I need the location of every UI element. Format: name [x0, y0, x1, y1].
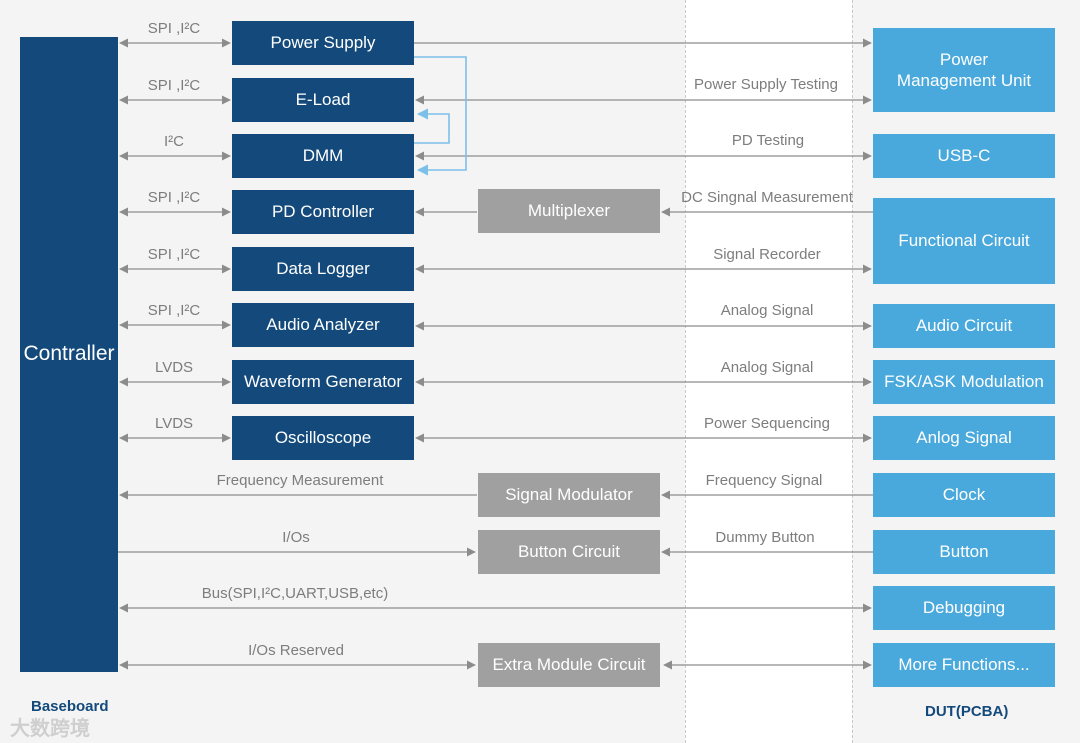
button-block: Button [873, 530, 1055, 574]
dut-title: DUT(PCBA) [925, 703, 1009, 720]
signal-label: Analog Signal [720, 359, 814, 376]
signal-label: Power Sequencing [704, 415, 830, 432]
signal-label: Power Supply Testing [694, 76, 838, 93]
bus-label: LVDS [154, 359, 194, 376]
debugging-block: Debugging [873, 586, 1055, 630]
e-load-block: E-Load [232, 78, 414, 122]
oscilloscope-block: Oscilloscope [232, 416, 414, 460]
functional-circuit-block: Functional Circuit [873, 198, 1055, 284]
bus-label: SPI ,I²C [147, 246, 201, 263]
controller-label: Contraller [23, 342, 115, 366]
watermark: 大数跨境 [10, 718, 90, 740]
baseboard-title: Baseboard [31, 698, 109, 715]
signal-label: Signal Recorder [713, 246, 821, 263]
clock-block: Clock [873, 473, 1055, 517]
data-logger-block: Data Logger [232, 247, 414, 291]
signal-label: Frequency Measurement [216, 472, 384, 489]
button-circuit-block: Button Circuit [478, 530, 660, 574]
signal-label: PD Testing [731, 132, 805, 149]
bus-label: LVDS [154, 415, 194, 432]
controller-block: Contraller [20, 37, 118, 672]
power-management-unit-block: Power Management Unit [873, 28, 1055, 112]
bus-label: SPI ,I²C [147, 302, 201, 319]
signal-label: Analog Signal [720, 302, 814, 319]
bus-label: I²C [164, 133, 184, 150]
signal-label: Dummy Button [715, 529, 815, 546]
signal-modulator-block: Signal Modulator [478, 473, 660, 517]
signal-label: DC Singnal Measurement [681, 189, 853, 206]
divider-line [852, 0, 853, 743]
multiplexer-block: Multiplexer [478, 189, 660, 233]
bus-label: SPI ,I²C [147, 20, 201, 37]
divider-line [685, 0, 686, 743]
signal-label: I/Os Reserved [248, 642, 344, 659]
audio-circuit-block: Audio Circuit [873, 304, 1055, 348]
anlog-signal-block: Anlog Signal [873, 416, 1055, 460]
waveform-generator-block: Waveform Generator [232, 360, 414, 404]
fsk-ask-modulation-block: FSK/ASK Modulation [873, 360, 1055, 404]
signal-label: Frequency Signal [705, 472, 823, 489]
bus-label: SPI ,I²C [147, 77, 201, 94]
power-supply-block: Power Supply [232, 21, 414, 65]
audio-analyzer-block: Audio Analyzer [232, 303, 414, 347]
signal-label: Bus(SPI,I²C,UART,USB,etc) [201, 585, 389, 602]
usb-c-block: USB-C [873, 134, 1055, 178]
pd-controller-block: PD Controller [232, 190, 414, 234]
extra-module-block: Extra Module Circuit [478, 643, 660, 687]
bus-label: SPI ,I²C [147, 189, 201, 206]
feedback-wire [414, 56, 467, 176]
more-functions-block: More Functions... [873, 643, 1055, 687]
dmm-block: DMM [232, 134, 414, 178]
feedback-wire [414, 108, 450, 144]
signal-label: I/Os [282, 529, 310, 546]
